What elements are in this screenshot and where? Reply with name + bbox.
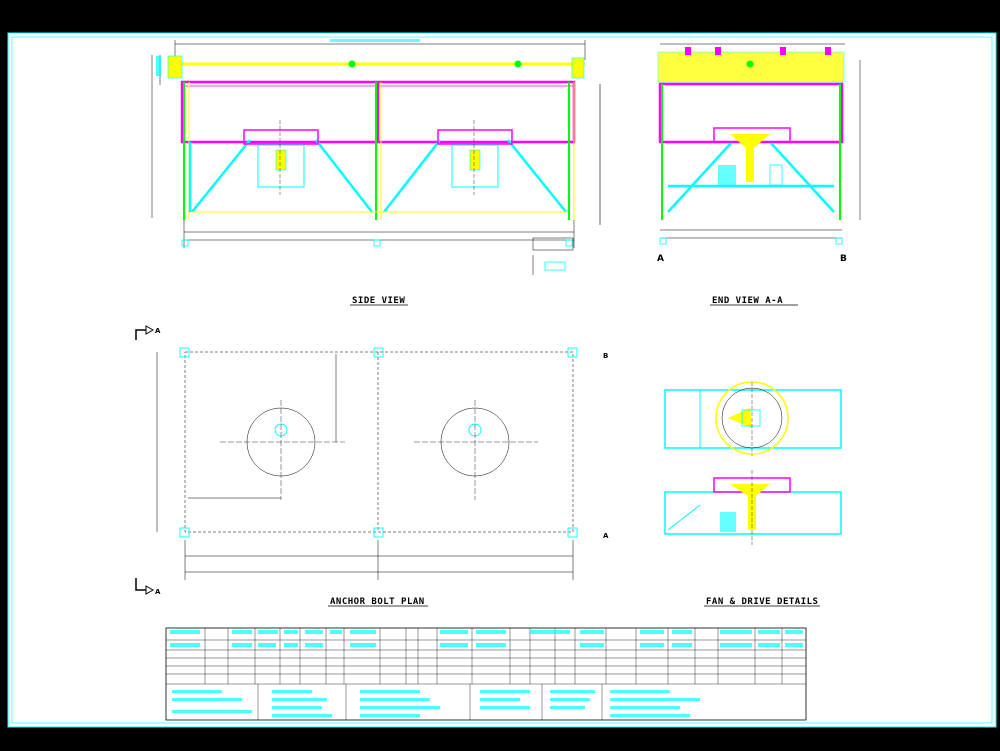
side-view-title: SIDE VIEW [352, 296, 405, 306]
section-cut-a-bottom: A [155, 588, 161, 596]
side-view [151, 39, 601, 275]
plan-mark-b: B [603, 352, 608, 360]
end-view-mark-b: B [840, 254, 847, 264]
section-cut-a-top: A [155, 327, 161, 335]
anchor-bolt-plan: A A B A [135, 325, 609, 596]
drawing-border [11, 36, 993, 724]
end-view-title: END VIEW A-A [712, 296, 783, 306]
fan-drive-details [664, 381, 842, 545]
fan-drive-details-title: FAN & DRIVE DETAILS [706, 597, 818, 607]
drawing-sheet [7, 32, 997, 728]
end-view-mark-a: A [657, 254, 664, 264]
plan-mark-a: A [603, 532, 609, 540]
anchor-bolt-plan-title: ANCHOR BOLT PLAN [330, 597, 425, 607]
specification-table [165, 627, 807, 721]
end-view: A B [657, 43, 861, 264]
